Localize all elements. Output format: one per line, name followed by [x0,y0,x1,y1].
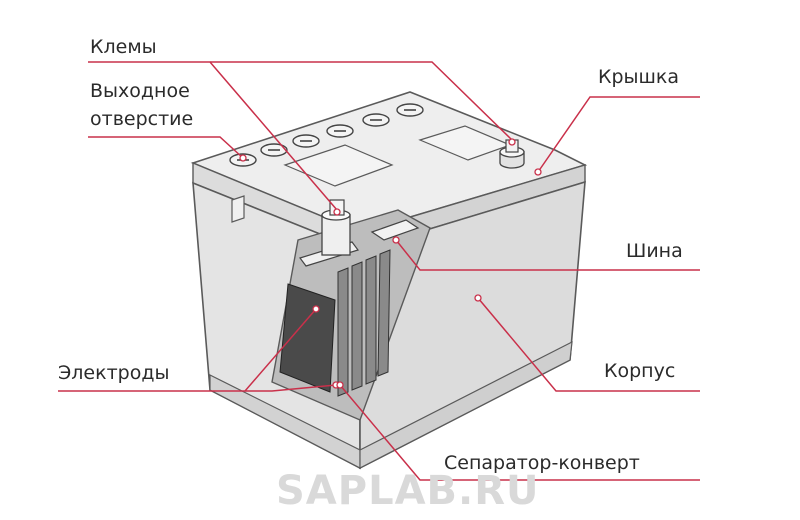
watermark: SAPLAB.RU [276,468,540,514]
label-vent-line1: Выходное [90,80,190,102]
label-lid: Крышка [598,66,680,88]
label-vent-line2: отверстие [90,108,194,130]
label-separator: Сепаратор-конверт [444,452,640,474]
label-electrodes: Электроды [58,362,170,384]
leader-bus [395,239,700,271]
leader-terminals-right [210,61,513,141]
case-handle [231,195,245,223]
leader-vent [88,136,244,159]
leader-separator [339,384,700,481]
leader-electrodes-2 [245,384,337,392]
leader-endpoints [239,138,542,389]
leader-lines [58,61,700,481]
bus-bar [370,219,420,241]
case-bottom-rib-side [359,340,573,469]
terminal-post-right [499,139,525,169]
leader-lid [537,96,700,173]
electrode-plates-stack [337,249,391,397]
label-bus: Шина [626,240,683,262]
label-terminals: Клемы [90,36,157,58]
lid-raised-block-left [283,144,394,187]
electrode-plate-front [279,283,336,393]
leader-case [477,297,700,392]
label-case: Корпус [604,360,676,382]
